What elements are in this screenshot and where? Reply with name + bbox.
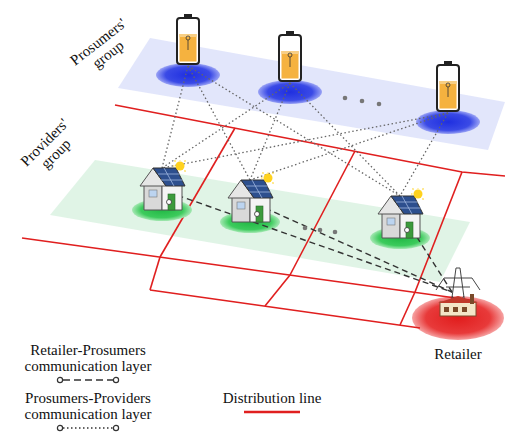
legend-entry: Retailer-Prosumers communication layer [8,342,168,386]
retailer-label: Retailer [410,346,506,362]
legend-text: Distribution line [222,390,322,406]
legend-sample [8,422,168,434]
group-label-holder: Providers' group [10,108,89,187]
legend-sample [222,406,322,418]
retailer-label-holder: Retailer [410,346,506,362]
group-label: Providers' group [10,108,89,187]
legend-text: Prosumers-Providers communication layer [8,390,168,422]
legend-sample [8,374,168,386]
legend-entry: Prosumers-Providers communication layer [8,390,168,434]
legend-entry: Distribution line [222,390,322,418]
legend-text: Retailer-Prosumers communication layer [8,342,168,374]
